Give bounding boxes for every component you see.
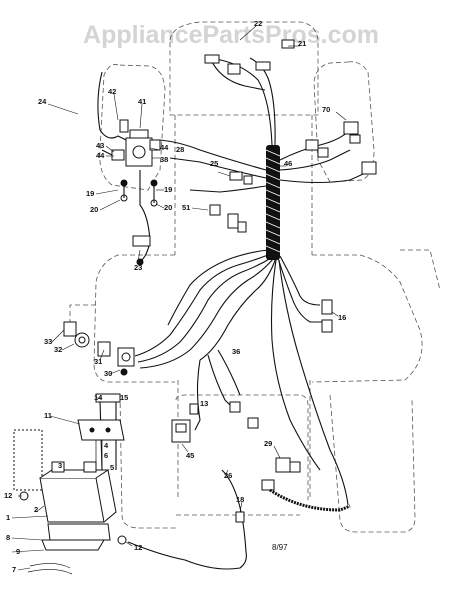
callout-9: 9 — [16, 547, 20, 556]
callout-1: 1 — [6, 513, 10, 522]
callout-41: 41 — [138, 97, 146, 106]
top-connector — [204, 39, 295, 75]
callout-6: 6 — [104, 451, 108, 460]
callout-46: 46 — [284, 159, 292, 168]
callout-8: 8 — [6, 533, 10, 542]
callout-13: 13 — [200, 399, 208, 408]
solenoid-assembly — [101, 119, 161, 207]
terminal-bolts — [19, 491, 127, 545]
connector-16 — [321, 299, 333, 333]
callout-3: 3 — [58, 461, 62, 470]
date-code: 8/97 — [272, 543, 288, 552]
callout-44-left: 44 — [96, 151, 105, 160]
mid-terminals — [189, 401, 259, 429]
callout-28: 28 — [176, 145, 184, 154]
callout-7: 7 — [12, 565, 16, 574]
callout-20-right: 20 — [164, 203, 172, 212]
ground-wire — [97, 71, 127, 141]
callout-16: 16 — [338, 313, 346, 322]
callout-36: 36 — [232, 347, 240, 356]
callout-32: 32 — [54, 345, 62, 354]
seat-switch — [171, 419, 191, 443]
callout-4: 4 — [104, 441, 109, 450]
callout-38: 38 — [160, 155, 168, 164]
callout-43: 43 — [96, 141, 104, 150]
mid-connector — [209, 204, 247, 233]
callout-44-right: 44 — [160, 143, 169, 152]
callout-12-left: 12 — [4, 491, 12, 500]
clutch-switch — [235, 457, 351, 523]
callout-29: 29 — [264, 439, 272, 448]
callout-labels: 24 42 41 43 44 44 38 19 19 20 20 23 51 2… — [4, 19, 346, 574]
hold-down-rods — [95, 440, 103, 470]
callout-14: 14 — [94, 393, 103, 402]
callout-26: 26 — [224, 471, 232, 480]
callout-12-right: 12 — [134, 543, 142, 552]
wire-bundles — [134, 57, 373, 506]
battery-bracket — [77, 419, 125, 441]
watermark-text: AppliancePartsPros.com — [83, 21, 379, 49]
callout-25: 25 — [210, 159, 218, 168]
callout-33: 33 — [44, 337, 52, 346]
battery — [13, 429, 117, 575]
callout-11: 11 — [44, 411, 52, 420]
callout-21: 21 — [298, 39, 306, 48]
callout-19-left: 19 — [86, 189, 94, 198]
callout-31: 31 — [94, 357, 102, 366]
main-harness-coil — [265, 145, 281, 260]
callout-51: 51 — [182, 203, 190, 212]
callout-2: 2 — [34, 505, 38, 514]
leader-lines — [11, 25, 347, 571]
callout-19-right: 19 — [164, 185, 172, 194]
callout-30: 30 — [104, 369, 112, 378]
callout-15: 15 — [120, 393, 128, 402]
chassis-outline — [69, 21, 441, 533]
right-connectors — [305, 121, 377, 175]
starter-wire — [139, 170, 151, 241]
battery-cable — [127, 469, 247, 570]
callout-70: 70 — [322, 105, 330, 114]
ignition-switch — [63, 321, 135, 376]
callout-20-left: 20 — [90, 205, 98, 214]
callout-23: 23 — [134, 263, 142, 272]
starter-terminal — [132, 235, 151, 266]
callout-42: 42 — [108, 87, 116, 96]
callout-24: 24 — [38, 97, 47, 106]
callout-18: 18 — [236, 495, 244, 504]
callout-45: 45 — [186, 451, 194, 460]
callout-5: 5 — [110, 463, 114, 472]
callout-22: 22 — [254, 19, 262, 28]
